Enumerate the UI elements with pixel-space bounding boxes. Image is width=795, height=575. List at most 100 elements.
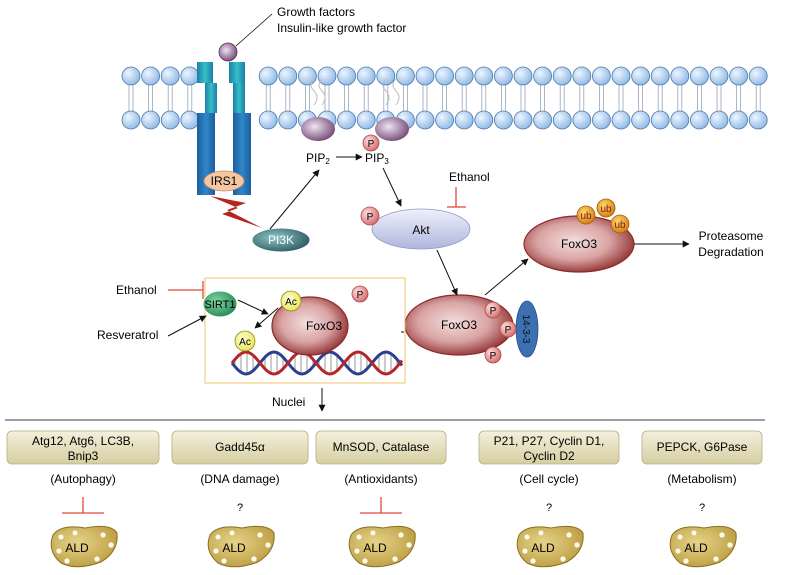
arrow-resveratrol-to-sirt1 [167,315,207,337]
liver-label: ALD [363,541,387,555]
target-genes-line2: Cyclin D2 [523,449,575,463]
lipid-head-inner [493,110,513,130]
fat-droplet [214,533,222,541]
target-genes-line1: Gadd45α [215,440,265,454]
arrow-ac-release [254,307,279,329]
degradation-label-1: Proteasome [699,229,764,243]
lipid-head-inner [337,110,357,130]
foxo3-nuclear-shape [271,296,349,356]
target-gene-groups: Atg12, Atg6, LC3B,Bnip3(Autophagy)ALD Gad… [6,430,763,568]
lipid-head-outer [141,66,161,86]
lipid-head-inner [690,110,709,130]
arrow-pip3-to-akt [382,167,402,207]
sirt1-shape [202,290,238,318]
lipid-head-inner [533,110,552,130]
pip3-headgroup [375,117,409,141]
phosphate-bubble [484,301,502,319]
receptor-arm-left [197,62,213,83]
target-category: (DNA damage) [200,472,279,486]
fat-droplet [57,533,65,541]
receptor-arm-right [229,62,245,83]
lipid-head-outer [709,66,729,86]
ub-label: ub [614,220,626,231]
lipid-head-outer [356,66,376,86]
lipid-head-outer [552,66,572,86]
lipid-head-outer [670,66,690,86]
target-group: PEPCK, G6Pase(Metabolism)?ALD [641,430,763,568]
arrow-pi3k-to-pip [269,169,320,230]
akt-group: Akt P Ethanol [360,170,490,250]
pip3-p-label: P [368,139,375,150]
pip3-label: PIP3 [365,151,389,166]
fat-droplet [676,533,684,541]
fat-droplet [391,555,399,563]
phosphate-label: P [505,325,512,336]
growth-factor-receptor: IRS1 PI3K [197,42,311,253]
fat-droplet [565,531,573,539]
lipid-head-outer [278,66,298,86]
fat-droplet [529,557,537,565]
target-box [641,430,763,465]
pi3k-label: PI3K [268,233,294,247]
ub-label: ub [600,204,612,215]
protein-14-3-3-label: 14-3-3 [520,315,531,344]
ligand-label-2: Insulin-like growth factor [277,21,406,35]
foxo3-nuclear-label: FoxO3 [306,319,342,333]
target-genes-line1: P21, P27, Cyclin D1, [494,434,605,448]
target-group: Atg12, Atg6, LC3B,Bnip3(Autophagy)ALD [6,430,160,568]
lipid-head-outer [572,66,592,86]
target-genes-line1: Atg12, Atg6, LC3B, [32,434,134,448]
resveratrol-label: Resveratrol [97,328,158,342]
lipid-head-inner [650,110,670,130]
fat-droplet [726,541,734,549]
pi3k-shape [251,227,311,253]
target-category: (Autophagy) [50,472,115,486]
acetyl-bubble [280,290,302,312]
fat-droplet [397,531,405,539]
fat-droplet [107,541,115,549]
target-category: (Cell cycle) [519,472,578,486]
cell-membrane [121,66,768,130]
pip2-label: PIP2 [306,151,330,166]
lipid-head-outer [690,66,709,86]
lipid-head-outer [592,66,611,86]
fat-droplet [355,533,363,541]
ethanol-label-left: Ethanol [116,283,157,297]
phosphate-bubble [499,320,517,338]
degradation-label-2: Degradation [698,245,763,259]
lipid-head-outer [395,66,415,86]
ub-bubble [576,205,596,225]
phosphate-bubble [484,346,502,364]
fat-droplet [369,529,377,537]
lipid-head-outer [297,66,317,86]
lipid-head-inner [278,110,298,130]
liver-label: ALD [684,541,708,555]
fat-droplet [682,557,690,565]
lipid-head-inner [729,110,748,130]
arrow-foxo3-to-ub [484,258,529,296]
target-genes-line1: MnSOD, Catalase [333,440,430,454]
phosphate-label: P [490,351,497,362]
fat-droplet [523,533,531,541]
phosphate-label: P [357,290,364,301]
arrow-akt-to-foxo3 [436,249,458,296]
lipid-head-inner [552,110,572,130]
ligand-pointer [235,13,273,47]
foxo3-ub-label: FoxO3 [561,237,597,251]
irs1-label: IRS1 [211,174,238,188]
irs1-shape [203,170,245,192]
target-box [315,430,447,465]
lipid-head-outer [121,66,141,86]
receptor-top-right [233,83,245,113]
acetyl-label: Ac [239,337,251,348]
fat-droplet [690,529,698,537]
fat-droplet [718,531,726,539]
lipid-head-inner [180,110,200,130]
fat-droplet [537,529,545,537]
lipid-head-outer [180,66,200,86]
lipid-head-inner [513,110,533,130]
fat-droplet [93,555,101,563]
lipid-head-outer [317,66,337,86]
lipid-tail [392,78,400,106]
